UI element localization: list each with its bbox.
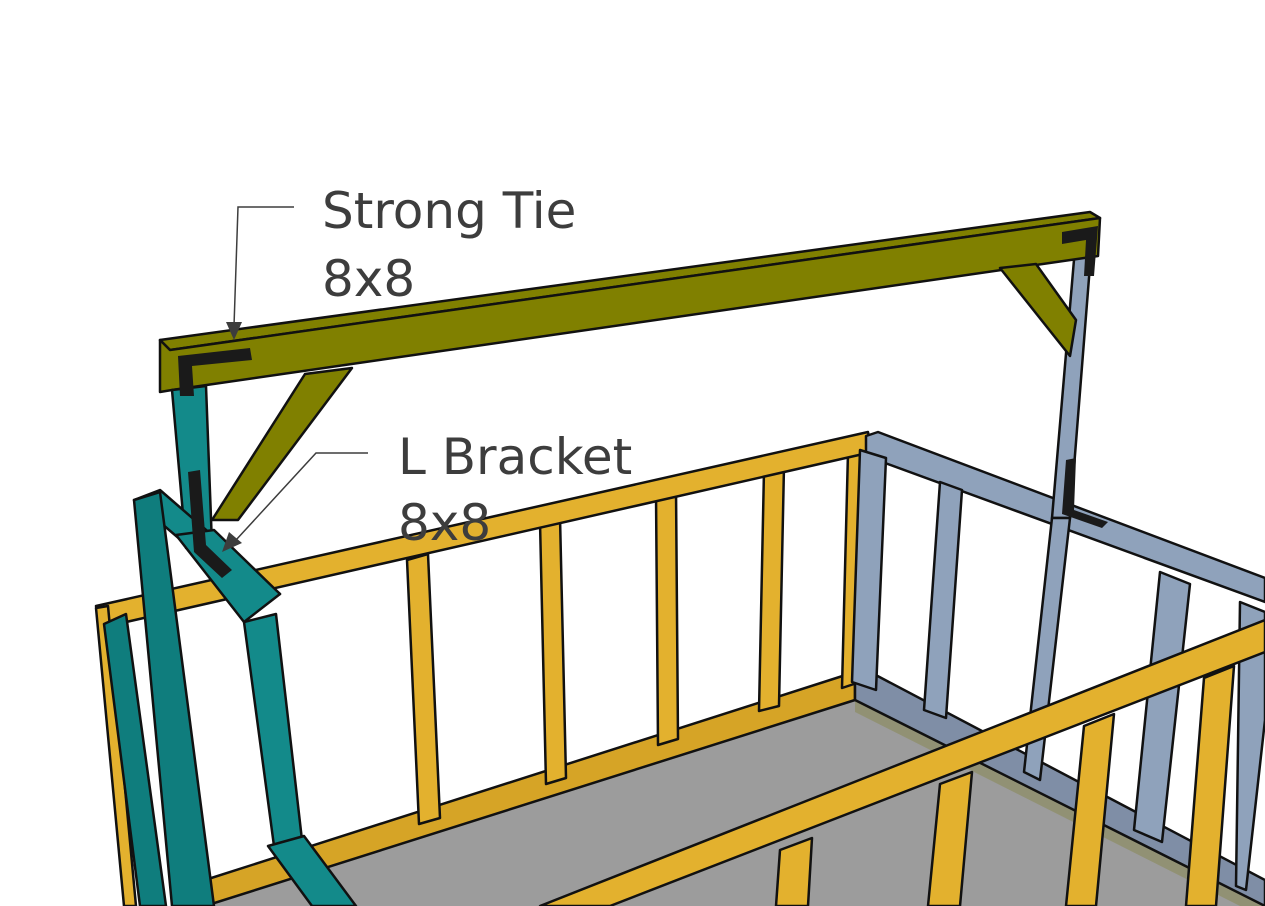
- right-wall-studs: [850, 448, 1265, 892]
- l-bracket-arrowhead: [222, 532, 242, 552]
- stud: [654, 487, 680, 747]
- header-beam-top: [158, 210, 1102, 352]
- right-knee-brace: [998, 262, 1078, 358]
- left-knee-brace: [210, 366, 354, 522]
- stud: [1234, 600, 1265, 892]
- stud: [1132, 570, 1192, 844]
- teal-frame-bottom: [266, 834, 358, 906]
- teal-frame-post-right: [242, 612, 304, 848]
- stud: [538, 515, 568, 786]
- front-rail: [538, 618, 1265, 906]
- stud: [774, 836, 814, 906]
- strong-tie-bracket-left: [178, 348, 252, 396]
- l-bracket-leader: [235, 452, 368, 541]
- stud: [850, 448, 888, 692]
- strong-tie-bracket-right: [1062, 226, 1098, 276]
- stud: [757, 464, 786, 713]
- teal-frame-post-left: [132, 490, 216, 906]
- strong-tie-size-label: 8x8: [322, 250, 415, 308]
- floor-panel: [180, 690, 1265, 906]
- l-bracket-size-label: 8x8: [398, 494, 491, 552]
- l-bracket-label: L Bracket: [398, 428, 632, 486]
- front-wall-studs: [774, 664, 1236, 906]
- left-outer-teal: [102, 612, 168, 906]
- stud: [926, 770, 974, 906]
- header-beam-front: [158, 216, 1102, 394]
- strong-tie-label: Strong Tie: [322, 182, 576, 240]
- left-outer-trim: [94, 604, 138, 906]
- stud: [405, 552, 442, 826]
- l-bracket-right: [1062, 458, 1108, 528]
- l-bracket-left: [188, 470, 232, 578]
- stud: [1184, 664, 1236, 906]
- strong-tie-leader: [233, 206, 294, 327]
- strong-tie-arrowhead: [226, 322, 242, 340]
- stud: [1064, 712, 1116, 906]
- stud: [922, 480, 964, 720]
